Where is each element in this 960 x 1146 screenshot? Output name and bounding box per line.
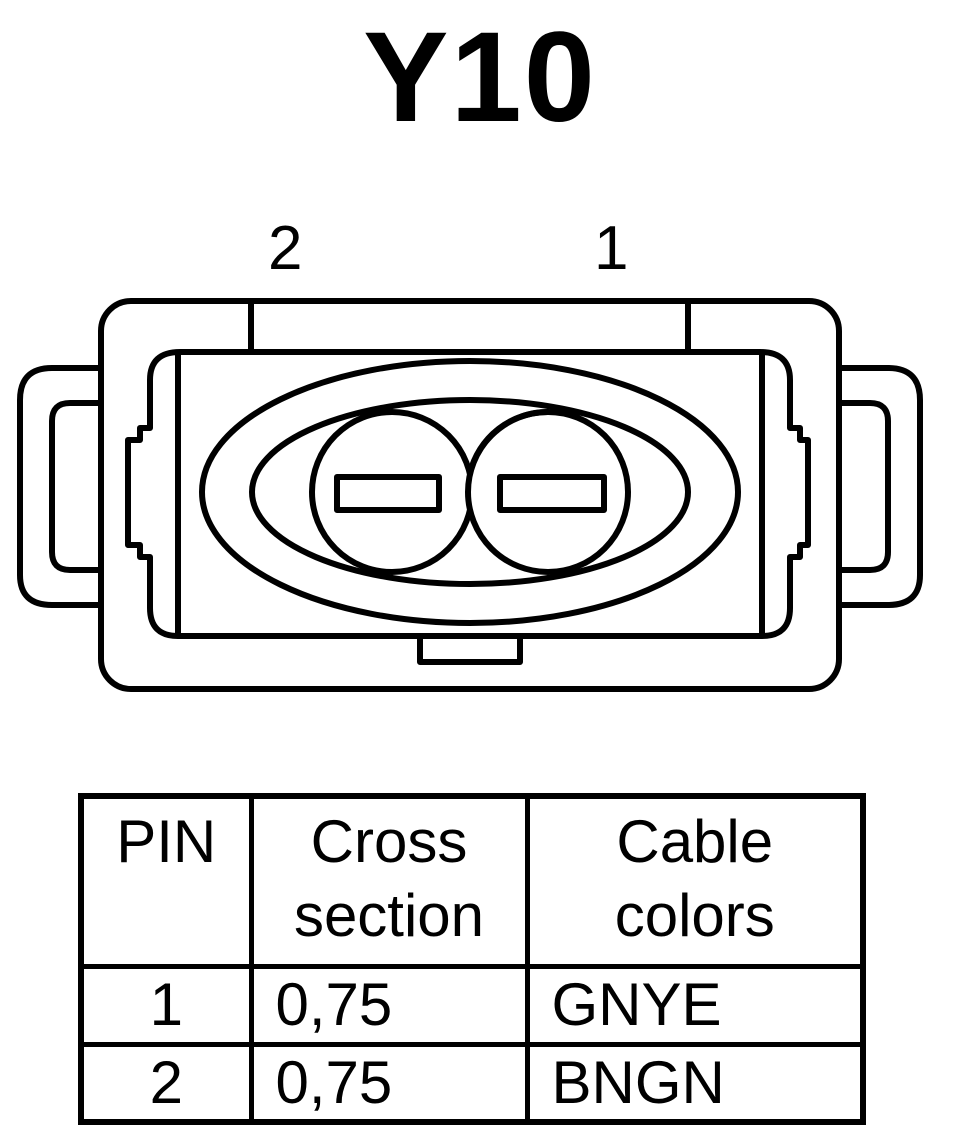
pin-2-contact	[334, 474, 442, 513]
table-row: 1 0,75 GNYE	[78, 963, 866, 1047]
row-2-cross-section: 0,75	[248, 1041, 530, 1125]
header-cable-line1: Cable	[616, 808, 774, 875]
row-2-pin: 2	[78, 1041, 254, 1125]
pin-1-contact	[497, 474, 607, 513]
table-header-row: PIN Cross section Cable colors	[78, 793, 866, 969]
header-pin-label: PIN	[116, 808, 217, 875]
row-1-cross-section: 0,75	[248, 963, 530, 1047]
right-latch	[839, 365, 923, 608]
header-cable-colors: Cable colors	[524, 793, 866, 969]
connector-title: Y10	[363, 6, 597, 149]
header-cable-line2: colors	[614, 882, 775, 949]
left-latch-inner	[49, 400, 101, 573]
bottom-tab	[417, 639, 523, 665]
header-cross-line2: section	[293, 882, 485, 949]
header-pin: PIN	[78, 793, 254, 969]
right-latch-inner	[839, 400, 891, 573]
outer-oval	[199, 358, 741, 626]
header-cross-section: Cross section	[248, 793, 530, 969]
inner-oval	[249, 397, 691, 587]
pin-label-1: 1	[594, 214, 629, 283]
inner-frame	[125, 349, 811, 639]
connector-drawing	[17, 298, 923, 692]
pin-table: PIN Cross section Cable colors 1 0,75 GNYE…	[78, 793, 866, 1125]
row-1-cable-color: GNYE	[524, 963, 866, 1047]
row-1-pin: 1	[78, 963, 254, 1047]
row-2-cable-color: BNGN	[524, 1041, 866, 1125]
header-cross-line1: Cross	[310, 808, 468, 875]
table-row: 2 0,75 BNGN	[78, 1041, 866, 1125]
left-latch	[17, 365, 101, 608]
socket-overlap	[467, 408, 549, 474]
pin-label-2: 2	[268, 214, 303, 283]
